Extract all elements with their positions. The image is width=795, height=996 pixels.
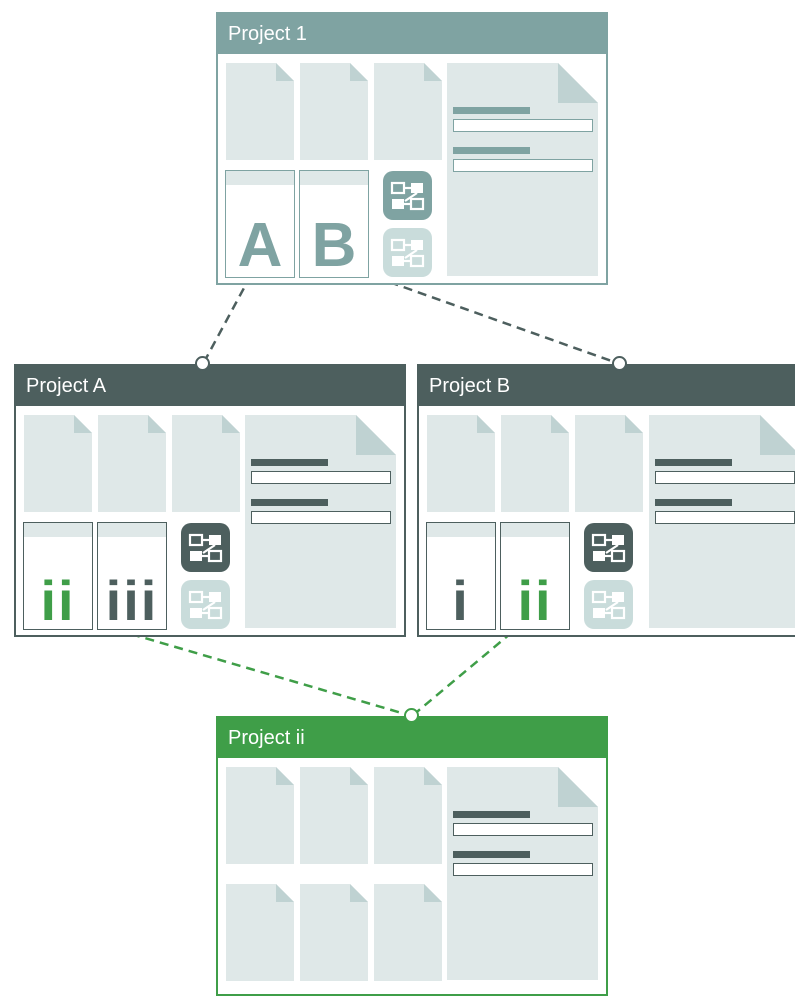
document-icon (226, 767, 294, 864)
workflow-icon[interactable] (584, 523, 633, 572)
project-ii-title: Project ii (228, 727, 305, 749)
field-label-bar-2 (453, 851, 530, 858)
subproject-header-strip (98, 523, 166, 537)
subproject-header-strip (226, 171, 294, 185)
field-label-bar-1 (453, 811, 530, 818)
subproject-header-strip (24, 523, 92, 537)
subproject-label: A (237, 211, 283, 280)
document-icon (374, 767, 442, 864)
subproject-label: ii (517, 569, 553, 632)
document-icon (374, 63, 442, 160)
project-a-title: Project A (26, 375, 107, 397)
document-icon (427, 415, 495, 512)
project-a-header: Project A (16, 366, 404, 406)
project-b-title: Project B (429, 375, 511, 397)
field-input-box-1[interactable] (251, 471, 391, 484)
document-icon (374, 884, 442, 981)
subproject-i[interactable]: i (426, 522, 496, 632)
project-1-title: Project 1 (228, 23, 307, 45)
document-icon (172, 415, 240, 512)
workflow-icon[interactable] (181, 523, 230, 572)
document-icon (24, 415, 92, 512)
connector-node-project-a (195, 356, 210, 371)
document-icon (226, 63, 294, 160)
field-label-bar-2 (453, 147, 530, 154)
subproject-iii[interactable]: iii (97, 522, 167, 632)
document-icon (226, 884, 294, 981)
field-label-bar-1 (453, 107, 530, 114)
field-label-bar-1 (251, 459, 328, 466)
field-label-bar-1 (655, 459, 732, 466)
field-input-box-2[interactable] (453, 863, 593, 876)
workflow-icon-faded[interactable] (181, 580, 230, 629)
field-label-bar-2 (251, 499, 328, 506)
field-input-box-2[interactable] (453, 159, 593, 172)
document-icon (98, 415, 166, 512)
document-icon (575, 415, 643, 512)
subproject-ii[interactable]: ii (23, 522, 93, 632)
connector-node-project-ii (404, 708, 419, 723)
subproject-header-strip (501, 523, 569, 537)
field-input-box-1[interactable] (655, 471, 795, 484)
field-input-box-2[interactable] (655, 511, 795, 524)
field-input-box-1[interactable] (453, 823, 593, 836)
workflow-icon-faded[interactable] (584, 580, 633, 629)
subproject-label: i (452, 569, 470, 632)
document-icon (300, 767, 368, 864)
document-icon (300, 63, 368, 160)
subproject-header-strip (427, 523, 495, 537)
workflow-icon[interactable] (383, 171, 432, 220)
subproject-label: B (311, 211, 357, 280)
project-b-header: Project B (419, 366, 795, 406)
connector-node-project-b (612, 356, 627, 371)
subproject-label: ii (40, 569, 76, 632)
subproject-a[interactable]: A (225, 170, 295, 280)
workflow-icon-faded[interactable] (383, 228, 432, 277)
field-label-bar-2 (655, 499, 732, 506)
document-icon (300, 884, 368, 981)
project-ii-header: Project ii (218, 718, 606, 758)
subproject-b[interactable]: B (299, 170, 369, 280)
project-1-header: Project 1 (218, 14, 606, 54)
field-input-box-1[interactable] (453, 119, 593, 132)
subproject-label: iii (105, 569, 159, 632)
document-icon (501, 415, 569, 512)
field-input-box-2[interactable] (251, 511, 391, 524)
subproject-ii[interactable]: ii (500, 522, 570, 632)
subproject-header-strip (300, 171, 368, 185)
